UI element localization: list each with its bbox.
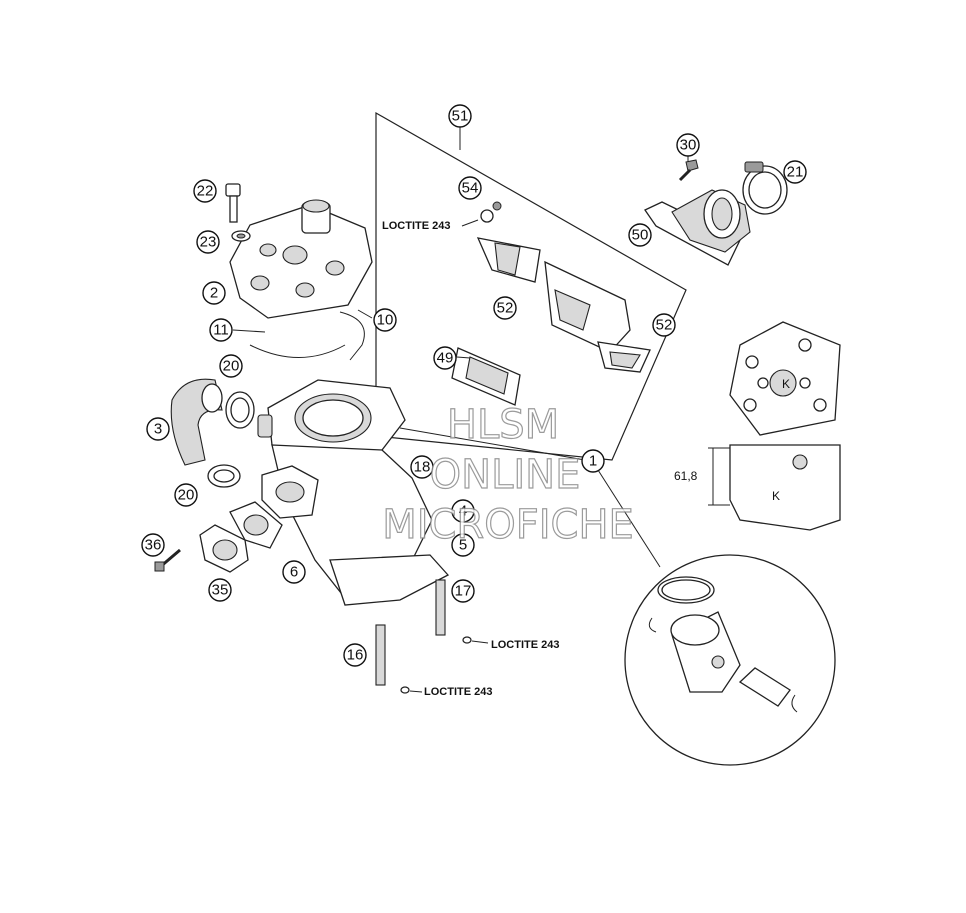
svg-text:21: 21	[787, 164, 804, 181]
svg-text:30: 30	[680, 137, 697, 154]
washer-23	[231, 230, 251, 242]
svg-text:23: 23	[200, 234, 217, 251]
callout-35: 35	[208, 578, 232, 602]
svg-text:51: 51	[452, 108, 469, 125]
callout-23: 23	[196, 230, 220, 254]
gasket-49	[451, 347, 521, 406]
callout-6: 6	[282, 560, 306, 584]
dimension-mark-k-top: K	[782, 377, 790, 391]
callout-10: 10	[373, 308, 397, 332]
water-hose	[170, 378, 223, 466]
watermark-line2: ONLINE	[430, 452, 581, 498]
svg-text:35: 35	[212, 582, 229, 599]
callout-50: 50	[628, 223, 652, 247]
callouts: 51 54 30 21 50 22 23 2 52 52 11 10 49 20…	[141, 104, 807, 667]
callout-2: 2	[202, 281, 226, 305]
hose-clamp-20-top	[225, 391, 255, 429]
stud-17	[435, 579, 489, 644]
callout-52b: 52	[652, 313, 676, 337]
svg-text:20: 20	[178, 487, 195, 504]
reed-block	[476, 201, 651, 373]
piston-detail	[597, 469, 836, 766]
callout-30: 30	[676, 133, 700, 157]
callout-3: 3	[146, 417, 170, 441]
loctite-note-bottom: LOCTITE 243	[424, 686, 492, 698]
exhaust-flange-35	[199, 524, 249, 573]
svg-text:10: 10	[377, 312, 394, 329]
callout-1: 1	[581, 449, 605, 473]
callout-4: 4	[451, 499, 475, 523]
svg-text:52: 52	[656, 317, 673, 334]
callout-21: 21	[783, 160, 807, 184]
dimension-value: 61,8	[674, 469, 698, 483]
svg-text:1: 1	[589, 453, 597, 470]
svg-text:18: 18	[414, 459, 431, 476]
svg-text:36: 36	[145, 537, 162, 554]
cylinder-side-view	[708, 444, 841, 531]
hose-clamp-21	[742, 161, 788, 215]
callout-20a: 20	[219, 354, 243, 378]
dimension-mark-k-side: K	[772, 489, 780, 503]
callout-11: 11	[209, 318, 233, 342]
svg-text:54: 54	[462, 180, 479, 197]
svg-text:49: 49	[437, 350, 454, 367]
callout-20b: 20	[174, 483, 198, 507]
svg-text:50: 50	[632, 227, 649, 244]
svg-text:22: 22	[197, 183, 214, 200]
stud-16	[375, 624, 423, 694]
svg-text:5: 5	[459, 537, 467, 554]
svg-text:52: 52	[497, 300, 514, 317]
o-rings-10-11	[232, 309, 373, 361]
exhaust-gasket-6	[229, 501, 283, 549]
callout-16: 16	[343, 643, 367, 667]
svg-text:17: 17	[455, 583, 472, 600]
intake-manifold	[644, 189, 751, 266]
callout-36: 36	[141, 533, 165, 557]
svg-text:3: 3	[154, 421, 162, 438]
watermark: HLSM ONLINE MICROFICHE	[382, 401, 635, 548]
watermark-line1: HLSM	[447, 402, 559, 448]
callout-17: 17	[451, 579, 475, 603]
reed-valve-kit-frame	[375, 111, 687, 461]
callout-52a: 52	[493, 296, 517, 320]
svg-text:6: 6	[290, 564, 298, 581]
svg-text:20: 20	[223, 358, 240, 375]
callout-22: 22	[193, 179, 217, 203]
loctite-note-top: LOCTITE 243	[382, 220, 450, 232]
head-top-view	[729, 321, 841, 436]
loctite-note-mid: LOCTITE 243	[491, 639, 559, 651]
callout-49: 49	[433, 346, 457, 370]
svg-text:16: 16	[347, 647, 364, 664]
bolt-22	[225, 183, 241, 223]
callout-18: 18	[410, 455, 434, 479]
screw-36	[154, 548, 181, 572]
callout-54: 54	[458, 176, 482, 200]
callout-51: 51	[448, 104, 472, 128]
watermark-line3: MICROFICHE	[382, 502, 634, 548]
callout-5: 5	[451, 533, 475, 557]
hose-clamp-20-bottom	[207, 464, 241, 488]
cylinder-head	[229, 199, 373, 319]
svg-text:4: 4	[459, 503, 467, 520]
cylinder	[257, 379, 586, 606]
svg-text:11: 11	[213, 322, 229, 339]
svg-text:2: 2	[210, 285, 218, 302]
